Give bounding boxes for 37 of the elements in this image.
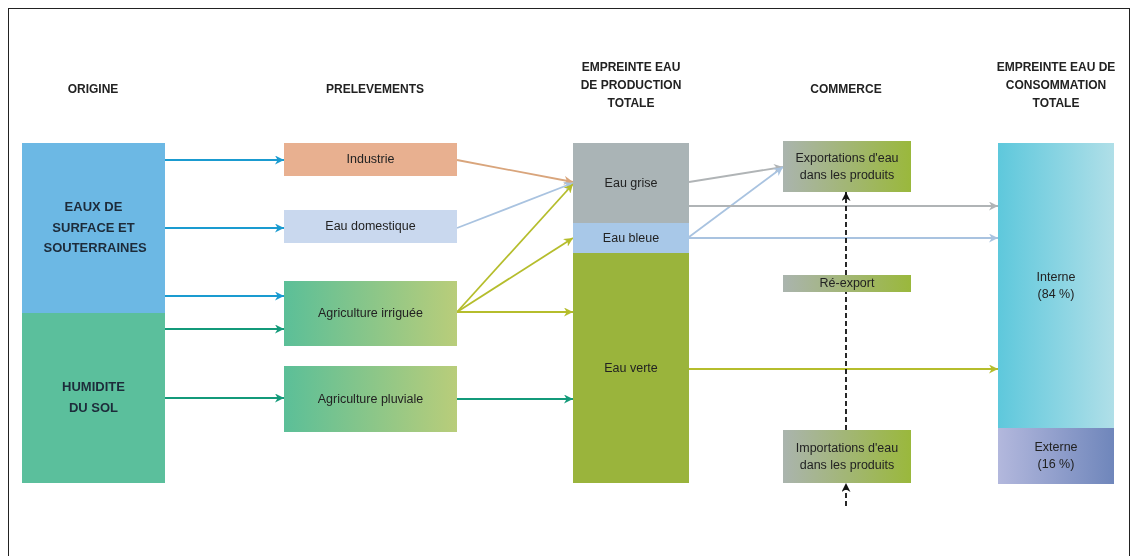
arrow [456, 307, 574, 317]
trade-box: Importations d'eau dans les produits [783, 430, 911, 483]
arrow [841, 482, 851, 507]
use-box: Eau domestique [284, 210, 457, 243]
footprint-band: Eau bleue [573, 223, 689, 253]
column-heading: ORIGINE [66, 81, 120, 98]
column-heading: COMMERCE [809, 81, 883, 98]
arrow [164, 393, 285, 403]
column-heading: EMPREINTE EAU DE PRODUCTION TOTALE [579, 59, 683, 112]
arrow [164, 155, 285, 165]
trade-box: Exportations d'eau dans les produits [783, 141, 911, 192]
source-block: EAUX DE SURFACE ET SOUTERRAINES [22, 143, 165, 313]
consumption-band: Interne (84 %) [998, 143, 1114, 428]
arrow [164, 223, 285, 233]
arrow [688, 166, 784, 238]
arrow [688, 163, 784, 183]
column-heading: EMPREINTE EAU DE CONSOMMATION TOTALE [995, 59, 1117, 112]
consumption-band: Externe (16 %) [998, 428, 1114, 484]
footprint-band: Eau verte [573, 253, 689, 483]
arrow [456, 394, 574, 404]
arrow [688, 201, 999, 211]
arrow [688, 233, 999, 243]
arrow [688, 364, 999, 374]
arrow [841, 191, 851, 276]
arrow [456, 159, 574, 185]
footprint-band: Eau grise [573, 143, 689, 223]
arrow [456, 237, 574, 313]
trade-box: Ré-export [783, 275, 911, 292]
use-box: Industrie [284, 143, 457, 176]
arrow [164, 324, 285, 334]
use-box: Agriculture pluviale [284, 366, 457, 432]
source-block: HUMIDITE DU SOL [22, 313, 165, 483]
use-box: Agriculture irriguée [284, 281, 457, 346]
column-heading: PRELEVEMENTS [325, 81, 425, 98]
arrow [456, 183, 574, 313]
arrow [164, 291, 285, 301]
arrow [456, 182, 574, 229]
